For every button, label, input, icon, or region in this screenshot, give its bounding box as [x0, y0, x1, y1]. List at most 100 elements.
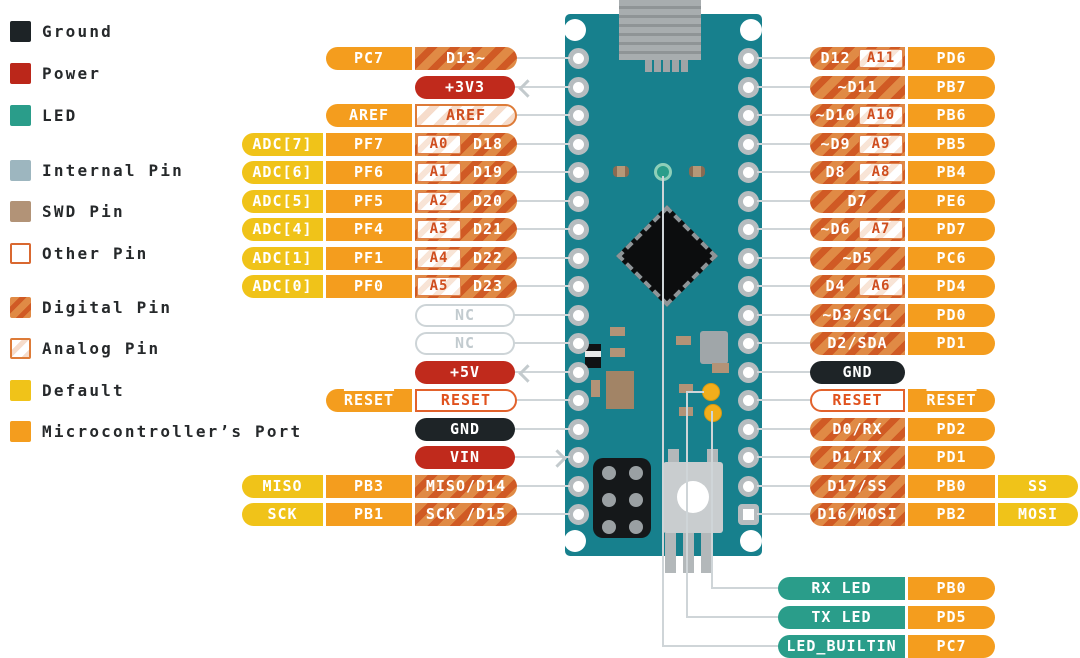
legend-swatch-other [10, 242, 31, 264]
board-pin [567, 275, 589, 297]
analog-box: A7 [859, 219, 903, 239]
legend-swatch-ground [10, 20, 31, 42]
callout-line [711, 587, 778, 589]
board-pin [567, 389, 589, 411]
led-pill: LED_BUILTIN [778, 634, 905, 658]
connector-line [513, 456, 570, 458]
board-pin [737, 133, 759, 155]
board-pin [567, 76, 589, 98]
port-pill: PC7 [908, 634, 995, 658]
port-pill: PD6 [908, 46, 995, 70]
extra-pill: MOSI [998, 502, 1078, 526]
connector-line [757, 86, 811, 88]
port-pill: PF1 [326, 246, 412, 270]
digital-segment: ~D10 [815, 105, 856, 124]
connector-line [757, 171, 811, 173]
port-pill: PD7 [908, 217, 995, 241]
mounting-hole [564, 19, 586, 41]
legend-label-swd: SWD Pin [42, 201, 125, 221]
analog-box: A1 [417, 162, 461, 182]
digital-segment: D19 [472, 162, 504, 181]
icsp-pin [602, 520, 616, 534]
board-pin [737, 161, 759, 183]
board-pin [737, 332, 759, 354]
usb-pin [663, 60, 670, 72]
board-pin [567, 446, 589, 468]
legend-label-default: Default [42, 380, 125, 400]
connector-line [757, 57, 811, 59]
legend-swatch-power [10, 62, 31, 84]
board-pin [567, 475, 589, 497]
analog-box: A3 [417, 219, 461, 239]
pin-pill: NC [415, 303, 515, 327]
pin-pill: ~D3/SCL [810, 303, 905, 327]
port-pill: PD5 [908, 605, 995, 629]
direction-arrow [548, 449, 567, 468]
function-pill: SCK [242, 502, 323, 526]
port-pill: PD2 [908, 417, 995, 441]
port-pill: PF0 [326, 274, 412, 298]
led-pill: TX LED [778, 605, 905, 629]
port-pill: PB6 [908, 103, 995, 127]
legend-label-digital: Digital Pin [42, 297, 173, 317]
digital-segment: ~D6 [820, 219, 851, 238]
port-pill: PD0 [908, 303, 995, 327]
connector-line [757, 143, 811, 145]
connector-line [513, 86, 570, 88]
legend-label-ground: Ground [42, 21, 113, 41]
legend-swatch-internal [10, 159, 31, 181]
connector-line [757, 314, 811, 316]
connector-line [513, 485, 570, 487]
pin-pill: D0/RX [810, 417, 905, 441]
analog-box: A10 [859, 105, 903, 125]
connector-line [513, 399, 570, 401]
callout-line [686, 616, 778, 618]
board-pin [567, 304, 589, 326]
board-pin [567, 161, 589, 183]
usb-pin [681, 60, 688, 72]
port-pill: PF6 [326, 160, 412, 184]
mounting-hole [564, 530, 586, 552]
callout-line [662, 645, 778, 647]
board-pin [567, 133, 589, 155]
connector-line [513, 228, 570, 230]
connector-line [513, 114, 570, 116]
connector-line [513, 57, 570, 59]
digital-segment: ~D9 [820, 134, 851, 153]
led-pill: RX LED [778, 576, 905, 600]
resistor [676, 336, 691, 345]
legend-swatch-swd [10, 200, 31, 222]
port-pill: PB7 [908, 75, 995, 99]
analog-box: A5 [417, 276, 461, 296]
pin-pill: GND [810, 360, 905, 384]
board-pin [737, 247, 759, 269]
board-pin [567, 418, 589, 440]
board-pin [567, 361, 589, 383]
icsp-pin [602, 466, 616, 480]
board-pin [737, 304, 759, 326]
digital-segment: D23 [472, 276, 504, 295]
resistor [613, 166, 629, 177]
function-pill: ADC[1] [242, 246, 323, 270]
legend-label-analog: Analog Pin [42, 338, 161, 358]
reset-button-leg [683, 533, 694, 573]
board-pin [737, 389, 759, 411]
icsp-pin [629, 520, 643, 534]
function-pill: ADC[7] [242, 132, 323, 156]
connector-line [513, 171, 570, 173]
analog-box: A8 [859, 162, 903, 182]
board-pin [567, 247, 589, 269]
connector-line [757, 371, 811, 373]
connector-line [513, 143, 570, 145]
connector-line [513, 285, 570, 287]
connector-line [757, 399, 811, 401]
board-pin [737, 104, 759, 126]
port-pill: PB5 [908, 132, 995, 156]
